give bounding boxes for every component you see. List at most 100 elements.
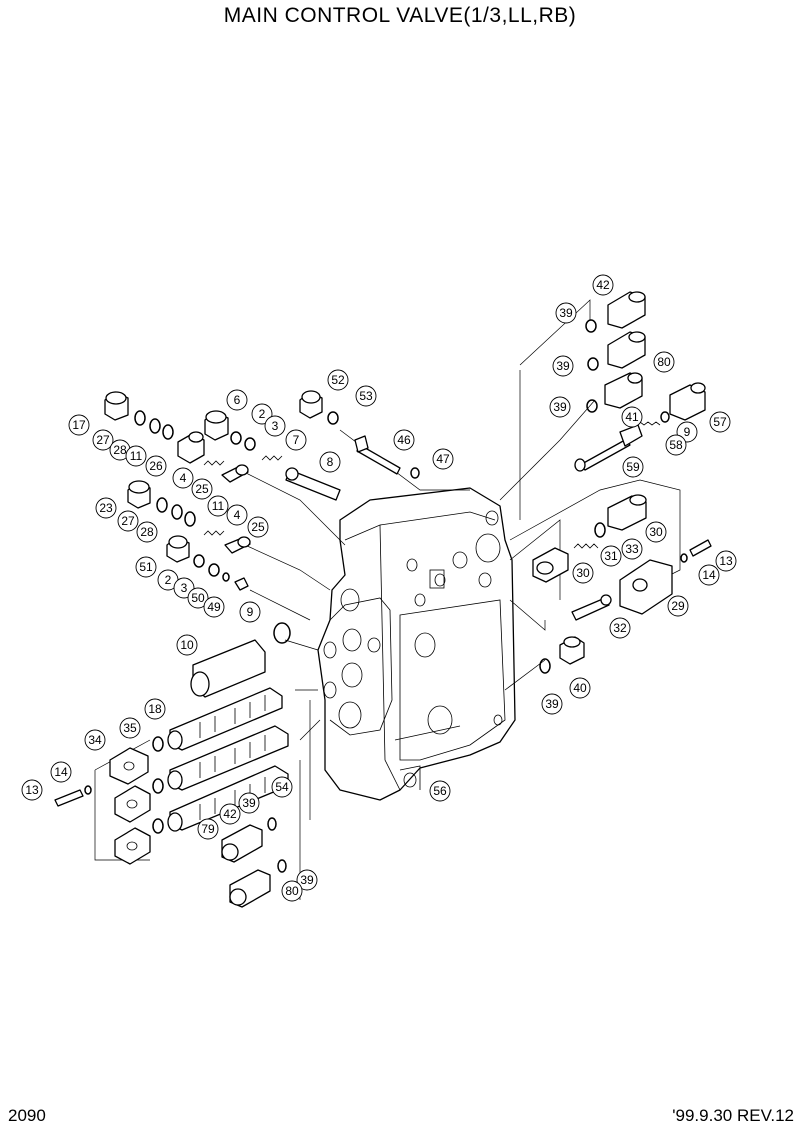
o-ring-2-a (230, 431, 242, 445)
washer-14-left (84, 785, 92, 795)
callout-number: 56 (433, 784, 447, 798)
callout-28: 28 (109, 439, 131, 461)
o-ring-11-b (184, 511, 196, 527)
cap-17 (104, 391, 129, 421)
cover-34-c (114, 827, 151, 865)
callout-2: 2 (251, 403, 273, 425)
spring-4-a (203, 460, 225, 466)
plug-42-bottom (221, 824, 263, 863)
callout-number: 50 (191, 591, 205, 605)
washer-14-right (680, 553, 688, 563)
callout-14: 14 (50, 761, 72, 783)
callout-number: 30 (649, 525, 663, 539)
callout-number: 41 (625, 410, 639, 424)
callout-number: 3 (272, 419, 279, 433)
callout-number: 26 (149, 459, 163, 473)
o-ring-35-c (152, 818, 164, 834)
spring-7 (261, 455, 283, 461)
callout-40: 40 (569, 677, 591, 699)
callout-39: 39 (555, 302, 577, 324)
spring-seat-25-b (224, 536, 251, 554)
callout-number: 59 (626, 460, 640, 474)
callout-number: 27 (121, 514, 135, 528)
callout-25: 25 (247, 516, 269, 538)
spring-4-b (203, 530, 225, 536)
o-ring-39-d (539, 658, 551, 674)
spool-18 (167, 687, 283, 751)
callout-11: 11 (125, 445, 147, 467)
callout-3: 3 (264, 415, 286, 437)
callout-number: 2 (165, 573, 172, 587)
cover-34-b (114, 785, 151, 823)
callout-number: 57 (713, 415, 727, 429)
callout-number: 4 (180, 471, 187, 485)
spool-middle (167, 725, 289, 791)
callout-52: 52 (327, 369, 349, 391)
plug-49 (234, 577, 249, 591)
piston-8 (285, 467, 341, 501)
page-number: 2090 (8, 1106, 46, 1125)
o-ring-27-b (156, 497, 168, 513)
callout-80: 80 (653, 351, 675, 373)
callout-number: 39 (553, 400, 567, 414)
callout-30: 30 (572, 562, 594, 584)
callout-number: 23 (99, 501, 113, 515)
callout-number: 28 (113, 443, 127, 457)
o-ring-9-top (660, 411, 670, 423)
callout-39: 39 (541, 693, 563, 715)
callout-17: 17 (68, 414, 90, 436)
o-ring-28-a (149, 418, 161, 434)
callout-number: 80 (657, 355, 671, 369)
callout-13: 13 (21, 779, 43, 801)
cover-29 (619, 559, 673, 615)
callout-number: 2 (259, 407, 266, 421)
callout-number: 29 (671, 599, 685, 613)
callout-8: 8 (319, 451, 341, 473)
callout-49: 49 (203, 596, 225, 618)
callout-26: 26 (145, 455, 167, 477)
spring-31 (573, 543, 599, 549)
o-ring-39-c (586, 399, 598, 413)
callout-number: 39 (556, 359, 570, 373)
callout-13: 13 (715, 550, 737, 572)
callout-28: 28 (136, 521, 158, 543)
callout-number: 31 (604, 549, 618, 563)
callout-35: 35 (119, 717, 141, 739)
callout-number: 34 (88, 733, 102, 747)
callout-number: 13 (719, 554, 733, 568)
callout-number: 42 (596, 278, 610, 292)
callout-number: 54 (275, 780, 289, 794)
o-ring-33 (594, 522, 606, 538)
plug-42-top (607, 291, 646, 329)
callout-number: 7 (293, 433, 300, 447)
page-title: MAIN CONTROL VALVE(1/3,LL,RB) (223, 4, 577, 27)
callout-25: 25 (191, 478, 213, 500)
poppet-59 (574, 424, 643, 472)
callout-59: 59 (622, 456, 644, 478)
callout-number: 46 (397, 433, 411, 447)
callout-47: 47 (432, 448, 454, 470)
callout-number: 58 (669, 438, 683, 452)
callout-23: 23 (95, 497, 117, 519)
callout-46: 46 (393, 429, 415, 451)
o-ring-50 (222, 572, 230, 582)
o-ring-39-a (585, 319, 597, 333)
callout-6: 6 (226, 389, 248, 411)
callout-39: 39 (238, 792, 260, 814)
o-ring-39-f (277, 859, 287, 873)
callout-number: 32 (613, 621, 627, 635)
callout-number: 3 (181, 581, 188, 595)
plug-41 (604, 372, 643, 409)
callout-7: 7 (285, 429, 307, 451)
callout-41: 41 (621, 406, 643, 428)
callout-number: 13 (25, 783, 39, 797)
revision-label: '99.9.30 REV.12 (672, 1106, 794, 1125)
callout-number: 10 (180, 638, 194, 652)
o-ring-28-b (171, 504, 183, 520)
o-ring-11-a (162, 424, 174, 440)
callout-33: 33 (621, 538, 643, 560)
callout-80: 80 (281, 880, 303, 902)
plug-30-bottom (532, 547, 569, 583)
callout-57: 57 (709, 411, 731, 433)
sleeve-57 (669, 382, 706, 421)
